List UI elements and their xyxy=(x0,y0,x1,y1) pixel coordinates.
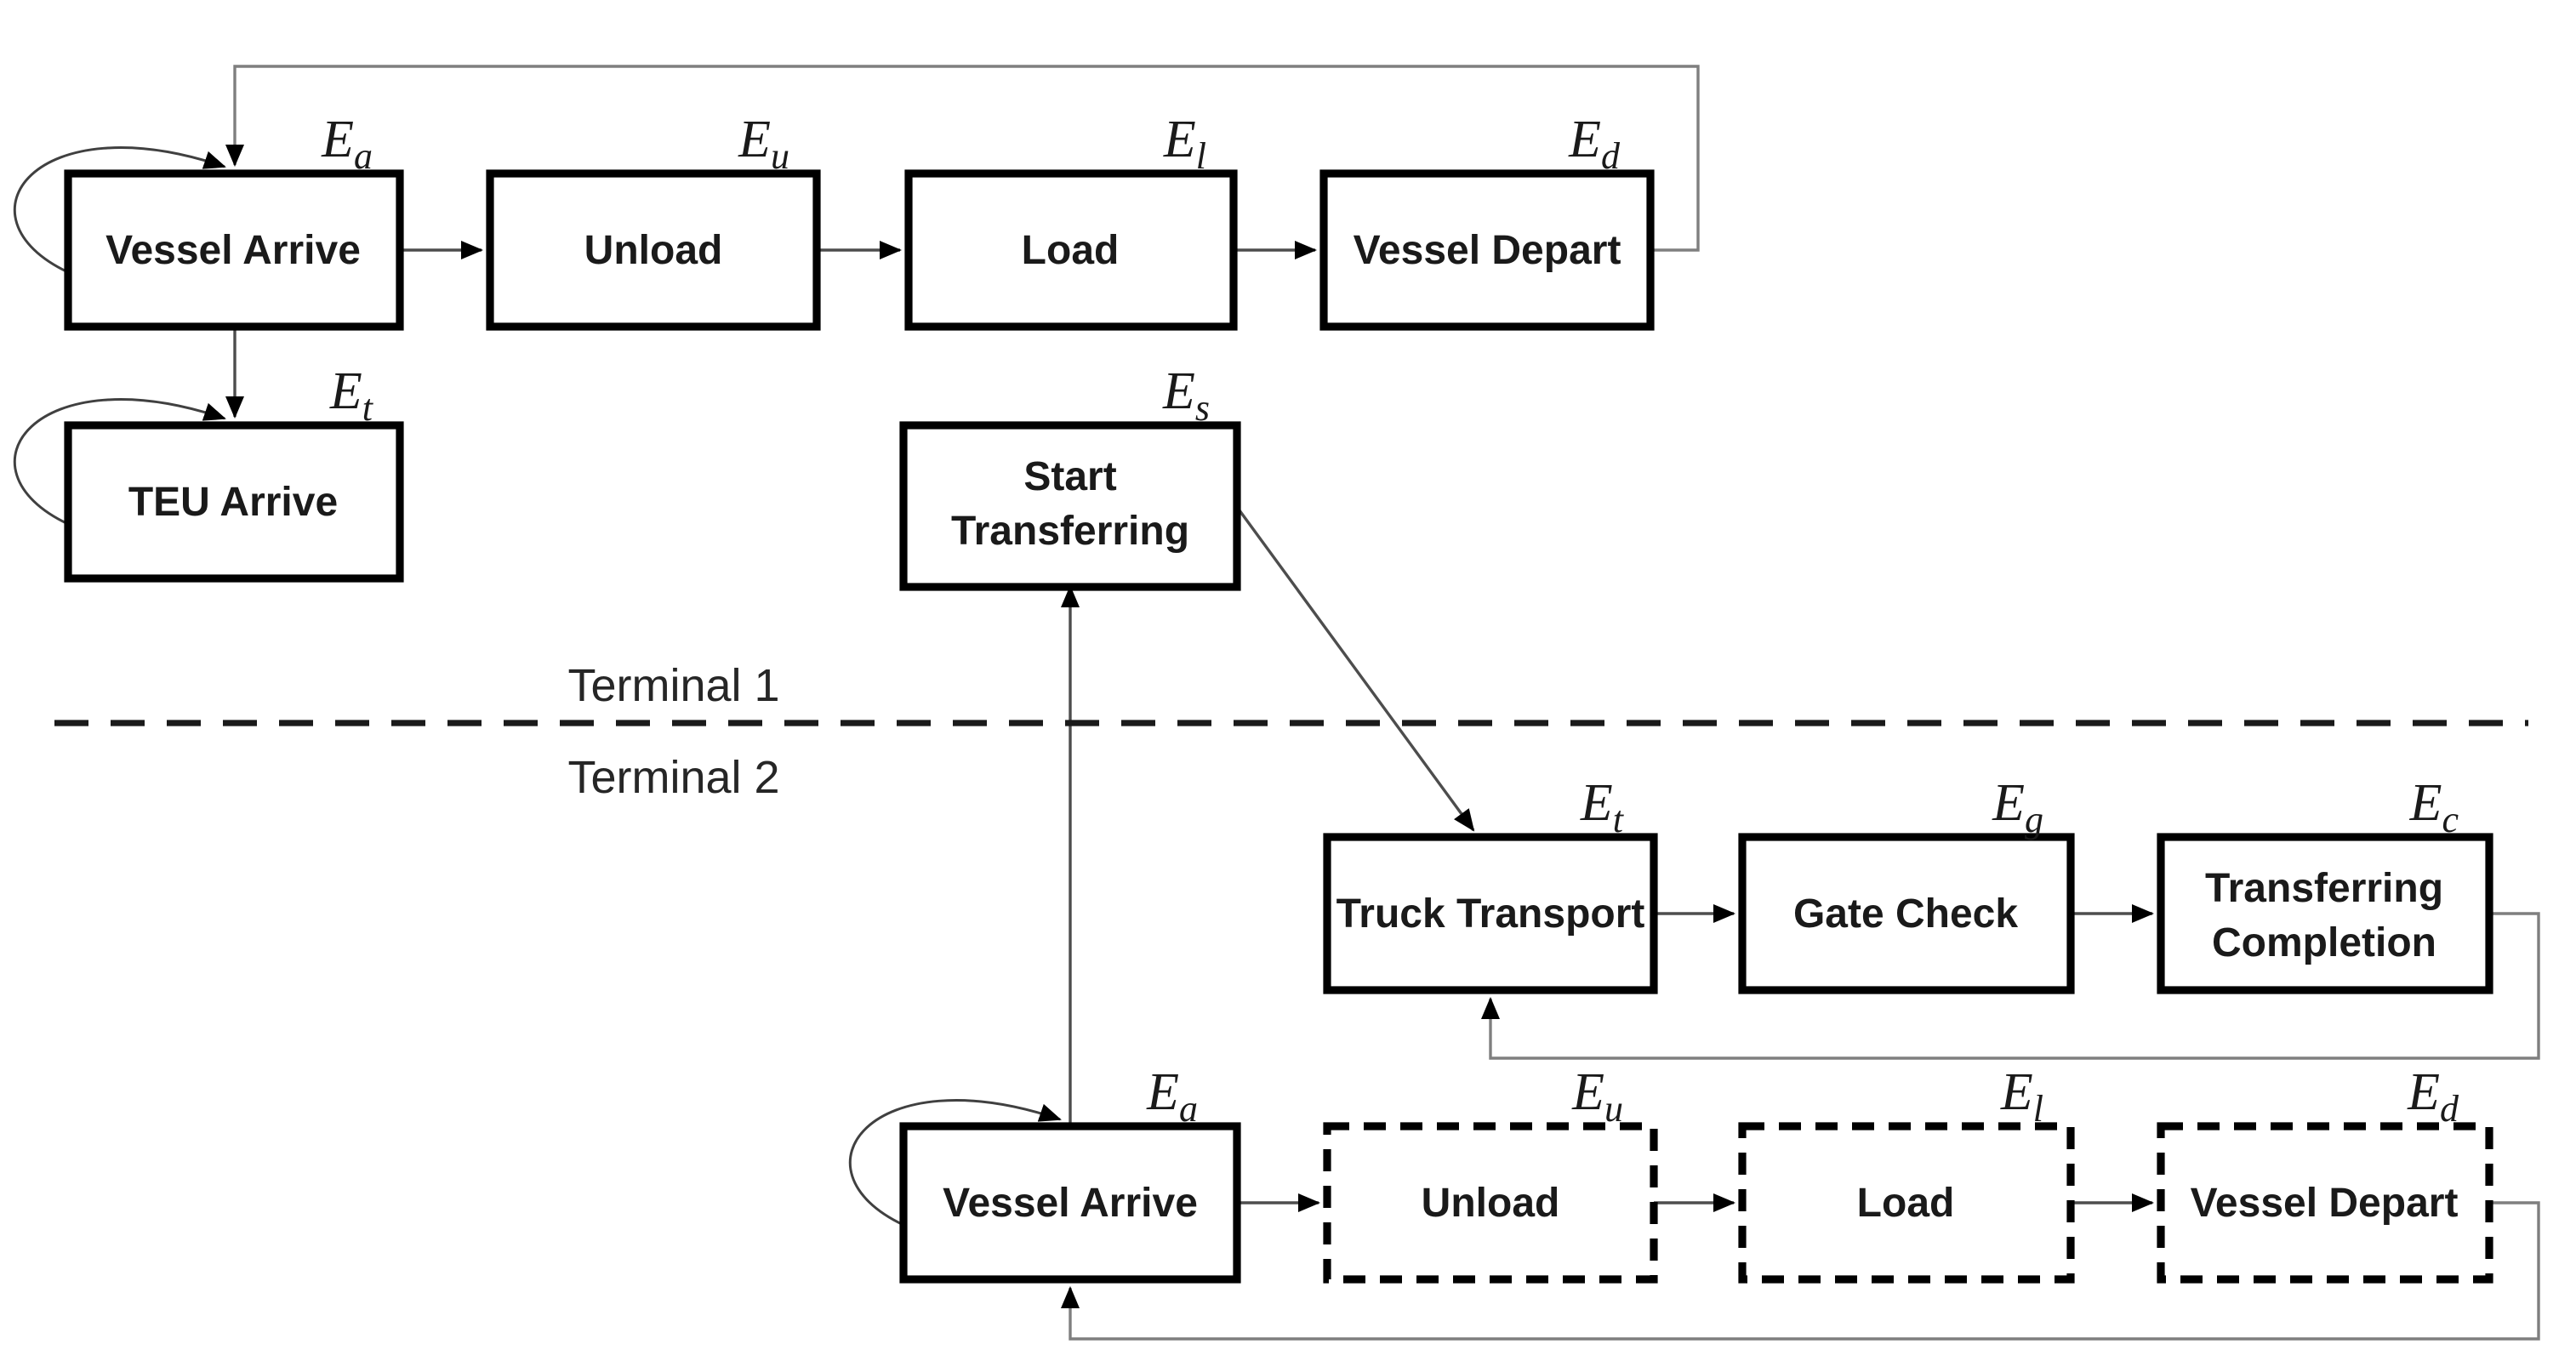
selfloop-vessel-arrive-t1 xyxy=(13,146,226,274)
node-transferring-completion: Transferring Completion Ec xyxy=(2157,774,2493,994)
vessel-depart-t2-label: Vessel Depart xyxy=(2191,1181,2459,1226)
gate-check-box xyxy=(1738,833,2075,994)
node-unload-t1: Unload Eu xyxy=(486,111,821,331)
node-load-t1: Load El xyxy=(904,111,1238,331)
node-truck-transport: Truck Transport Et xyxy=(1323,774,1658,994)
event-label-ed-t1: Ed xyxy=(1568,111,1621,177)
start-transferring-label-line2: Transferring xyxy=(951,509,1189,554)
node-vessel-depart-t2: Vessel Depart Ed xyxy=(2157,1063,2493,1284)
event-label-el-t1: El xyxy=(1163,111,1206,177)
node-teu-arrive: TEU Arrive Et xyxy=(64,362,404,583)
unload-t1-box xyxy=(486,169,821,331)
unload-t2-label: Unload xyxy=(1422,1181,1560,1226)
event-label-ea-t2: Ea xyxy=(1146,1063,1198,1130)
event-label-eu-t1: Eu xyxy=(738,111,789,177)
load-t1-label: Load xyxy=(1022,228,1120,273)
transferring-completion-box xyxy=(2157,833,2493,994)
node-load-t2: Load El xyxy=(1738,1063,2075,1284)
node-vessel-arrive-t1: Vessel Arrive Ea xyxy=(64,111,404,331)
node-vessel-arrive-t2: Vessel Arrive Ea xyxy=(899,1063,1241,1284)
start-transferring-box xyxy=(899,421,1241,591)
truck-transport-box xyxy=(1323,833,1658,994)
terminal-2-label: Terminal 2 xyxy=(567,752,779,803)
selfloop-teu-arrive xyxy=(13,398,226,526)
event-label-eu-t2: Eu xyxy=(1571,1063,1623,1130)
node-unload-t2: Unload Eu xyxy=(1323,1063,1658,1284)
event-label-et-teu: Et xyxy=(329,362,374,429)
vessel-arrive-t1-label: Vessel Arrive xyxy=(105,228,361,273)
vessel-arrive-t1-box xyxy=(64,169,404,331)
unload-t2-box xyxy=(1323,1122,1658,1284)
event-label-ea-t1: Ea xyxy=(321,111,373,177)
transferring-completion-label-line2: Completion xyxy=(2212,920,2436,965)
edge-vessel-depart-feedback-t1 xyxy=(225,65,1700,252)
edge-vessel-depart-feedback-t2 xyxy=(1061,1201,2540,1341)
teu-arrive-label: TEU Arrive xyxy=(128,480,338,525)
node-vessel-depart-t1: Vessel Depart Ed xyxy=(1319,111,1655,331)
vessel-depart-t2-box xyxy=(2157,1122,2493,1284)
event-label-eg: Eg xyxy=(1992,774,2043,840)
gate-check-label: Gate Check xyxy=(1793,891,2018,937)
teu-arrive-box xyxy=(64,421,404,583)
event-label-el-t2: El xyxy=(2000,1063,2043,1130)
event-label-ed-t2: Ed xyxy=(2407,1063,2459,1130)
load-t2-label: Load xyxy=(1857,1181,1955,1226)
vessel-arrive-t2-box xyxy=(899,1122,1241,1284)
event-label-ec: Ec xyxy=(2409,774,2459,840)
vessel-depart-t1-label: Vessel Depart xyxy=(1354,228,1621,273)
unload-t1-label: Unload xyxy=(584,228,723,273)
load-t1-box xyxy=(904,169,1238,331)
terminal-1-label: Terminal 1 xyxy=(567,660,779,711)
load-t2-box xyxy=(1738,1122,2075,1284)
truck-transport-label: Truck Transport xyxy=(1336,891,1645,937)
vessel-depart-t1-box xyxy=(1319,169,1655,331)
vessel-arrive-t2-label: Vessel Arrive xyxy=(943,1181,1198,1226)
event-label-es: Es xyxy=(1162,362,1210,429)
node-gate-check: Gate Check Eg xyxy=(1738,774,2075,994)
transferring-completion-label-line1: Transferring xyxy=(2205,866,2443,911)
node-start-transferring: Start Transferring Es xyxy=(899,362,1241,591)
start-transferring-label-line1: Start xyxy=(1023,454,1116,499)
event-label-et-truck: Et xyxy=(1580,774,1625,840)
selfloop-vessel-arrive-t2 xyxy=(848,1099,1062,1227)
edge-transferring-completion-feedback xyxy=(1481,912,2540,1060)
edge-start-transferring-to-truck-transport xyxy=(1235,505,1475,832)
